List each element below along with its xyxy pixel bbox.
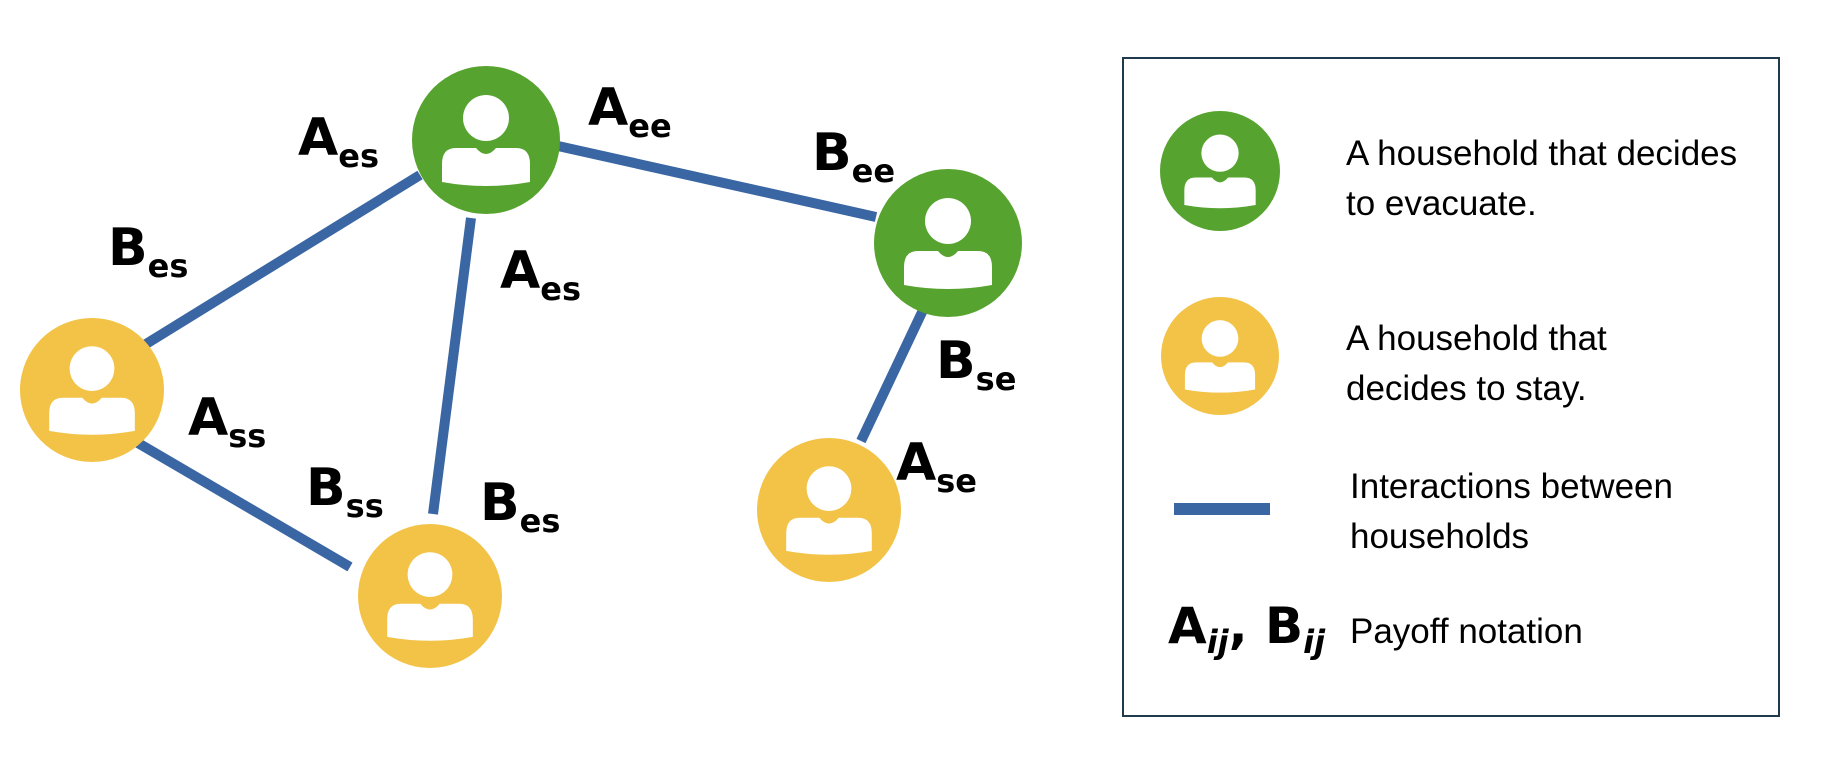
household-evacuate-node	[412, 66, 560, 214]
household-stay-node	[20, 318, 164, 462]
interaction-line-icon	[1174, 503, 1270, 515]
notation-separator: ,	[1228, 597, 1266, 655]
payoff-label-subscript: se	[936, 462, 977, 500]
legend-interaction-text: Interactions between households	[1350, 462, 1673, 562]
payoff-label-letter: B	[306, 458, 346, 518]
household-stay-icon	[1161, 297, 1279, 415]
person-body	[1184, 362, 1256, 393]
legend-stay-line2: decides to stay.	[1346, 369, 1587, 408]
payoff-label-letter: A	[588, 78, 628, 138]
person-head	[1201, 320, 1239, 357]
notation-a-sub: ij	[1206, 623, 1229, 661]
payoff-label: Aes	[500, 241, 581, 308]
person-icon	[387, 552, 473, 641]
person-icon	[1184, 320, 1256, 393]
payoff-label-subscript: ee	[628, 107, 671, 145]
payoff-label-subscript: ss	[228, 417, 266, 455]
interaction-edge	[856, 305, 929, 444]
payoff-label: Bes	[480, 473, 560, 540]
person-head	[463, 95, 509, 141]
payoff-label: Ase	[896, 433, 977, 500]
nodes-layer	[20, 66, 1022, 668]
person-head	[925, 198, 971, 244]
payoff-label-letter: B	[480, 473, 520, 533]
legend-evacuate-text: A household that decides to evacuate.	[1346, 129, 1737, 229]
payoff-label-letter: A	[896, 433, 936, 493]
interaction-edge	[556, 141, 878, 222]
interaction-edge	[135, 438, 353, 572]
payoff-label-letter: A	[500, 241, 540, 301]
notation-a: A	[1168, 597, 1207, 655]
legend-interaction-line1: Interactions between	[1350, 467, 1673, 506]
payoff-label-letter: A	[298, 108, 338, 168]
legend-stay-line1: A household that	[1346, 319, 1607, 358]
payoff-label-subscript: es	[540, 270, 581, 308]
payoff-label: Aes	[298, 108, 379, 175]
legend-box: A household that decides to evacuate. A …	[1122, 57, 1780, 717]
interaction-edge	[428, 217, 476, 515]
payoff-label-subscript: es	[148, 247, 189, 285]
person-icon	[786, 466, 872, 555]
payoff-label-subscript: ee	[852, 152, 895, 190]
household-stay-node	[757, 438, 901, 582]
legend-stay-text: A household that decides to stay.	[1346, 314, 1607, 414]
person-body	[786, 517, 872, 555]
payoff-label-subscript: se	[976, 360, 1017, 398]
person-icon	[1184, 134, 1256, 209]
notation-b-sub: ij	[1303, 623, 1326, 661]
person-head	[1201, 134, 1239, 172]
payoff-label-subscript: es	[520, 502, 561, 540]
person-head	[806, 466, 852, 511]
payoff-label-letter: B	[812, 123, 852, 183]
person-body	[49, 397, 135, 435]
payoff-label-subscript: ss	[346, 487, 384, 525]
payoff-label: Aee	[588, 78, 672, 145]
payoff-label-letter: B	[108, 218, 148, 278]
household-evacuate-node	[874, 169, 1022, 317]
payoff-label: Bee	[812, 123, 895, 190]
legend-interaction-line2: households	[1350, 517, 1530, 556]
notation-b: B	[1265, 597, 1304, 655]
interaction-edge	[143, 170, 423, 349]
payoff-label: Bse	[936, 331, 1016, 398]
household-evacuate-icon	[1160, 111, 1280, 231]
person-head	[407, 552, 453, 597]
payoff-label: Bss	[306, 458, 384, 525]
legend-evacuate-line1: A household that decides	[1346, 134, 1738, 173]
payoff-label: Ass	[188, 388, 266, 455]
person-body	[442, 148, 530, 186]
person-icon	[442, 95, 530, 186]
person-icon	[904, 198, 992, 289]
person-body	[1184, 177, 1256, 209]
legend-evacuate-line2: to evacuate.	[1346, 184, 1537, 223]
payoff-label-subscript: es	[338, 137, 379, 175]
edges-layer	[135, 141, 929, 572]
payoff-label-letter: A	[188, 388, 228, 448]
person-icon	[49, 346, 135, 435]
person-body	[904, 251, 992, 289]
person-head	[69, 346, 115, 391]
legend-notation-text: Payoff notation	[1350, 612, 1583, 651]
household-stay-node	[358, 524, 502, 668]
person-body	[387, 603, 473, 641]
payoff-label: Bes	[108, 218, 188, 285]
payoff-label-letter: B	[936, 331, 976, 391]
payoff-notation-symbol: Aij, Bij	[1168, 597, 1325, 661]
